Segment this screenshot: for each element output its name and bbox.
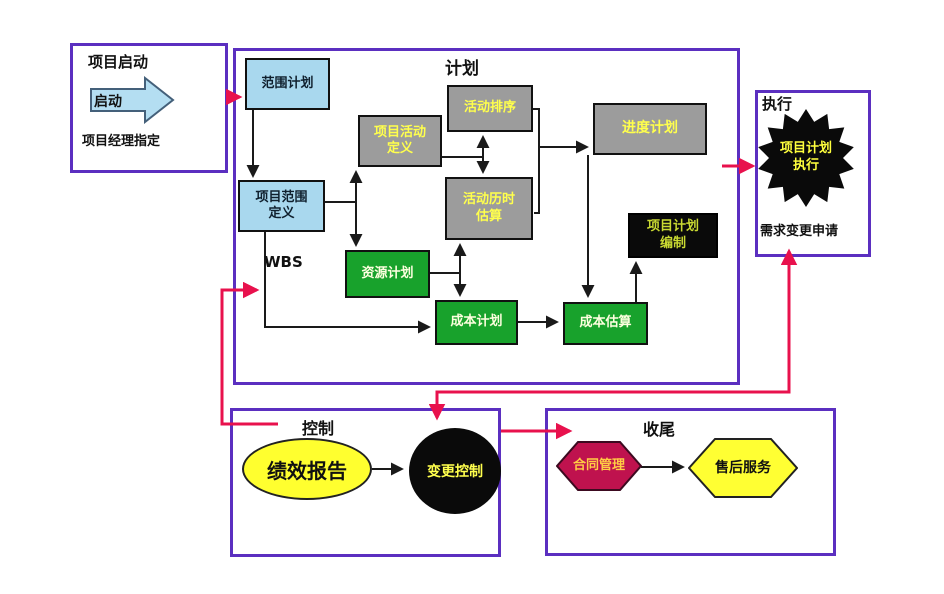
node-duration-estimation: 活动历时估算 (445, 177, 533, 240)
contract-hexagon-icon (556, 441, 642, 491)
node-plan-execution: 项目计划执行 (780, 141, 833, 173)
phase-box-execution (755, 90, 871, 257)
node-performance-report: 绩效报告 (242, 438, 372, 500)
phase-box-control (230, 408, 501, 557)
flow-control-to-planning (220, 281, 278, 426)
arrow-wbs-to-costplan (264, 232, 431, 334)
phase-box-initiation (70, 43, 228, 173)
starburst-icon (758, 109, 854, 207)
node-contract-management: 合同管理 (572, 457, 625, 473)
node-resource-planning: 资源计划 (345, 250, 430, 298)
execution-note: 需求变更申请 (760, 224, 839, 239)
start-arrow-label: 启动 (94, 94, 122, 110)
line-right-loop (533, 108, 540, 214)
initiation-note: 项目经理指定 (82, 134, 161, 149)
node-activity-definition: 项目活动定义 (358, 115, 442, 167)
node-after-sales-service: 售后服务 (715, 459, 771, 476)
node-scope-planning: 范围计划 (245, 58, 330, 110)
service-hexagon-icon (688, 438, 798, 498)
control-title: 控制 (302, 419, 335, 438)
start-block-arrow-icon (90, 76, 175, 124)
execution-title: 执行 (762, 95, 793, 113)
node-plan-development: 项目计划编制 (628, 213, 718, 258)
node-activity-sequencing: 活动排序 (447, 85, 533, 132)
node-scope-definition: 项目范围定义 (238, 180, 325, 232)
planning-title: 计划 (445, 59, 479, 79)
node-schedule-planning: 进度计划 (593, 103, 707, 155)
node-cost-estimation: 成本估算 (563, 302, 648, 345)
initiation-title: 项目启动 (88, 53, 149, 71)
node-cost-planning: 成本计划 (435, 300, 518, 345)
wbs-label: WBS (264, 253, 303, 271)
closing-title: 收尾 (643, 420, 676, 439)
flow-execution-control-loop (428, 248, 798, 421)
node-change-control: 变更控制 (409, 428, 501, 514)
